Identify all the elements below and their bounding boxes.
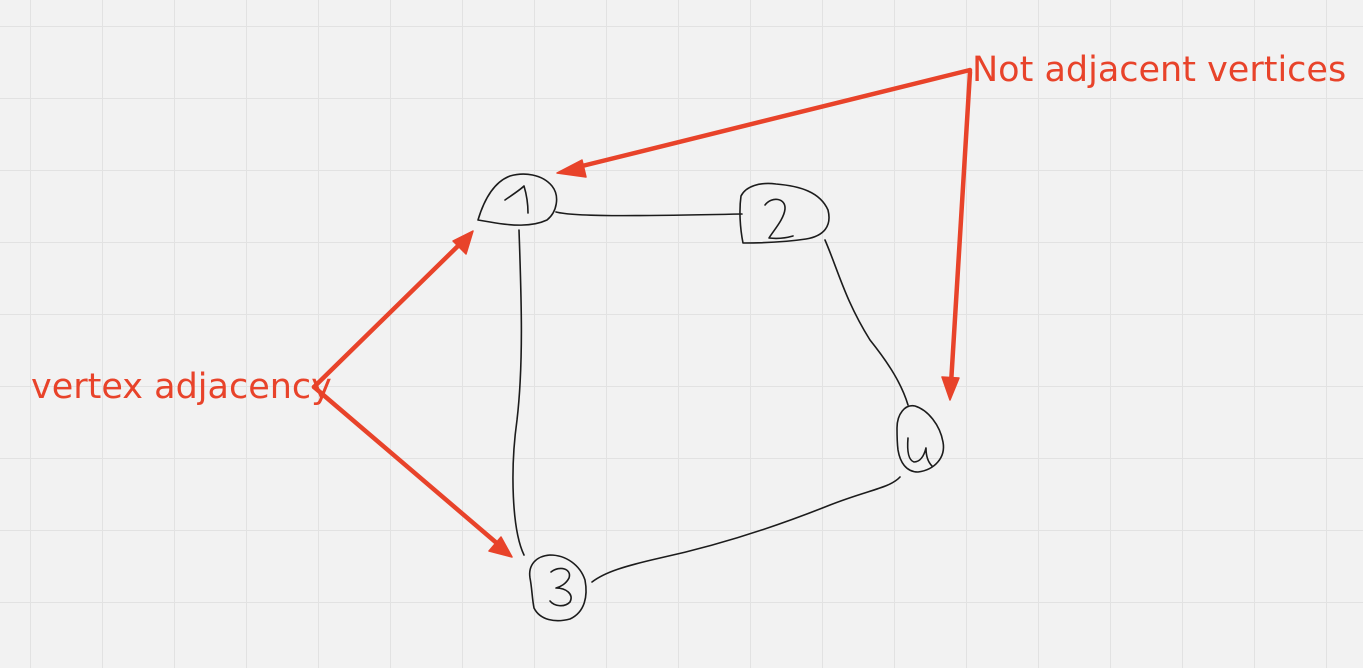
vertex-4 xyxy=(896,404,945,473)
vertex-4-shape xyxy=(896,404,945,473)
vertex-1 xyxy=(477,173,558,226)
edge-1-2 xyxy=(555,211,743,217)
not-adjacent-vertices-label: Not adjacent vertices xyxy=(972,50,1347,90)
graph-vertices xyxy=(477,173,945,622)
graph-edges xyxy=(512,211,909,583)
arrowhead-vertex-1 xyxy=(556,159,587,178)
vertex-4-numeral xyxy=(906,437,933,467)
edge-3-4 xyxy=(591,476,901,583)
arrow-adjacency-to-vertex-1 xyxy=(311,241,463,390)
vertex-2 xyxy=(739,182,830,244)
vertex-2-shape xyxy=(739,182,830,244)
arrowhead-adjacency-vertex-1 xyxy=(452,230,474,255)
vertex-1-shape xyxy=(477,173,558,226)
arrowhead-vertex-4 xyxy=(941,376,960,401)
annotation-arrows xyxy=(311,67,973,558)
vertex-2-numeral xyxy=(764,198,794,240)
vertex-1-numeral xyxy=(504,185,529,214)
arrow-not-adjacent-to-vertex-4 xyxy=(948,69,973,387)
arrow-adjacency-to-vertex-3 xyxy=(311,384,502,548)
edge-2-4 xyxy=(824,239,909,406)
vertex-3 xyxy=(528,554,587,622)
arrowhead-adjacency-vertex-3 xyxy=(488,536,513,558)
vertex-3-shape xyxy=(528,554,587,622)
arrow-not-adjacent-to-vertex-1 xyxy=(571,67,973,171)
edge-1-3 xyxy=(512,229,525,556)
vertex-adjacency-label: vertex adjacency xyxy=(31,367,332,407)
vertex-3-numeral xyxy=(549,567,572,607)
